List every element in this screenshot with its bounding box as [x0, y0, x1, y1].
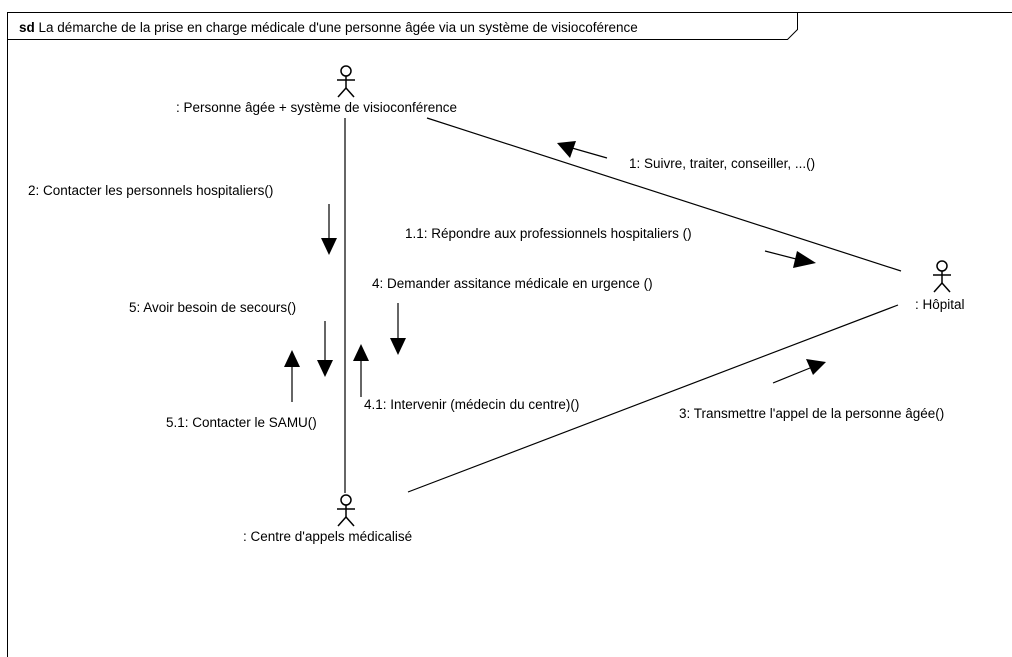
arrow-m4	[390, 303, 406, 355]
message-m5-1-label: 5.1: Contacter le SAMU()	[166, 415, 317, 430]
message-m2-label: 2: Contacter les personnels hospitaliers…	[28, 183, 274, 198]
actor-center-label: : Centre d'appels médicalisé	[243, 529, 413, 544]
message-m3-label: 3: Transmettre l'appel de la personne âg…	[679, 406, 945, 421]
arrow-m2	[321, 204, 337, 255]
link-person-hospital	[426, 117, 902, 272]
frame	[7, 12, 1012, 657]
arrow-m5	[317, 321, 333, 377]
message-m1-1-label: 1.1: Répondre aux professionnels hospita…	[405, 226, 692, 241]
frame-keyword: sd	[19, 20, 35, 35]
actor-person-icon	[337, 65, 355, 98]
message-m5-label: 5: Avoir besoin de secours()	[129, 300, 297, 315]
actor-person-label: : Personne âgée + système de visioconfér…	[176, 100, 458, 115]
link-center-hospital	[407, 304, 899, 493]
arrow-m4-1	[353, 344, 369, 397]
actor-center-icon	[337, 494, 355, 527]
actor-hospital-label: : Hôpital	[915, 297, 965, 312]
message-m4-1-label: 4.1: Intervenir (médecin du centre)()	[364, 397, 580, 412]
arrow-m1-1	[764, 250, 816, 268]
arrow-m1	[557, 141, 608, 159]
frame-title-tab	[7, 12, 798, 40]
arrow-m3	[772, 359, 826, 384]
message-m1-label: 1: Suivre, traiter, conseiller, ...()	[629, 156, 816, 171]
actor-hospital-icon	[933, 260, 951, 293]
message-m4-label: 4: Demander assitance médicale en urgenc…	[372, 276, 653, 291]
arrow-m5-1	[284, 350, 300, 402]
frame-title-text: La démarche de la prise en charge médica…	[38, 20, 638, 35]
frame-title: sd La démarche de la prise en charge méd…	[19, 20, 638, 36]
